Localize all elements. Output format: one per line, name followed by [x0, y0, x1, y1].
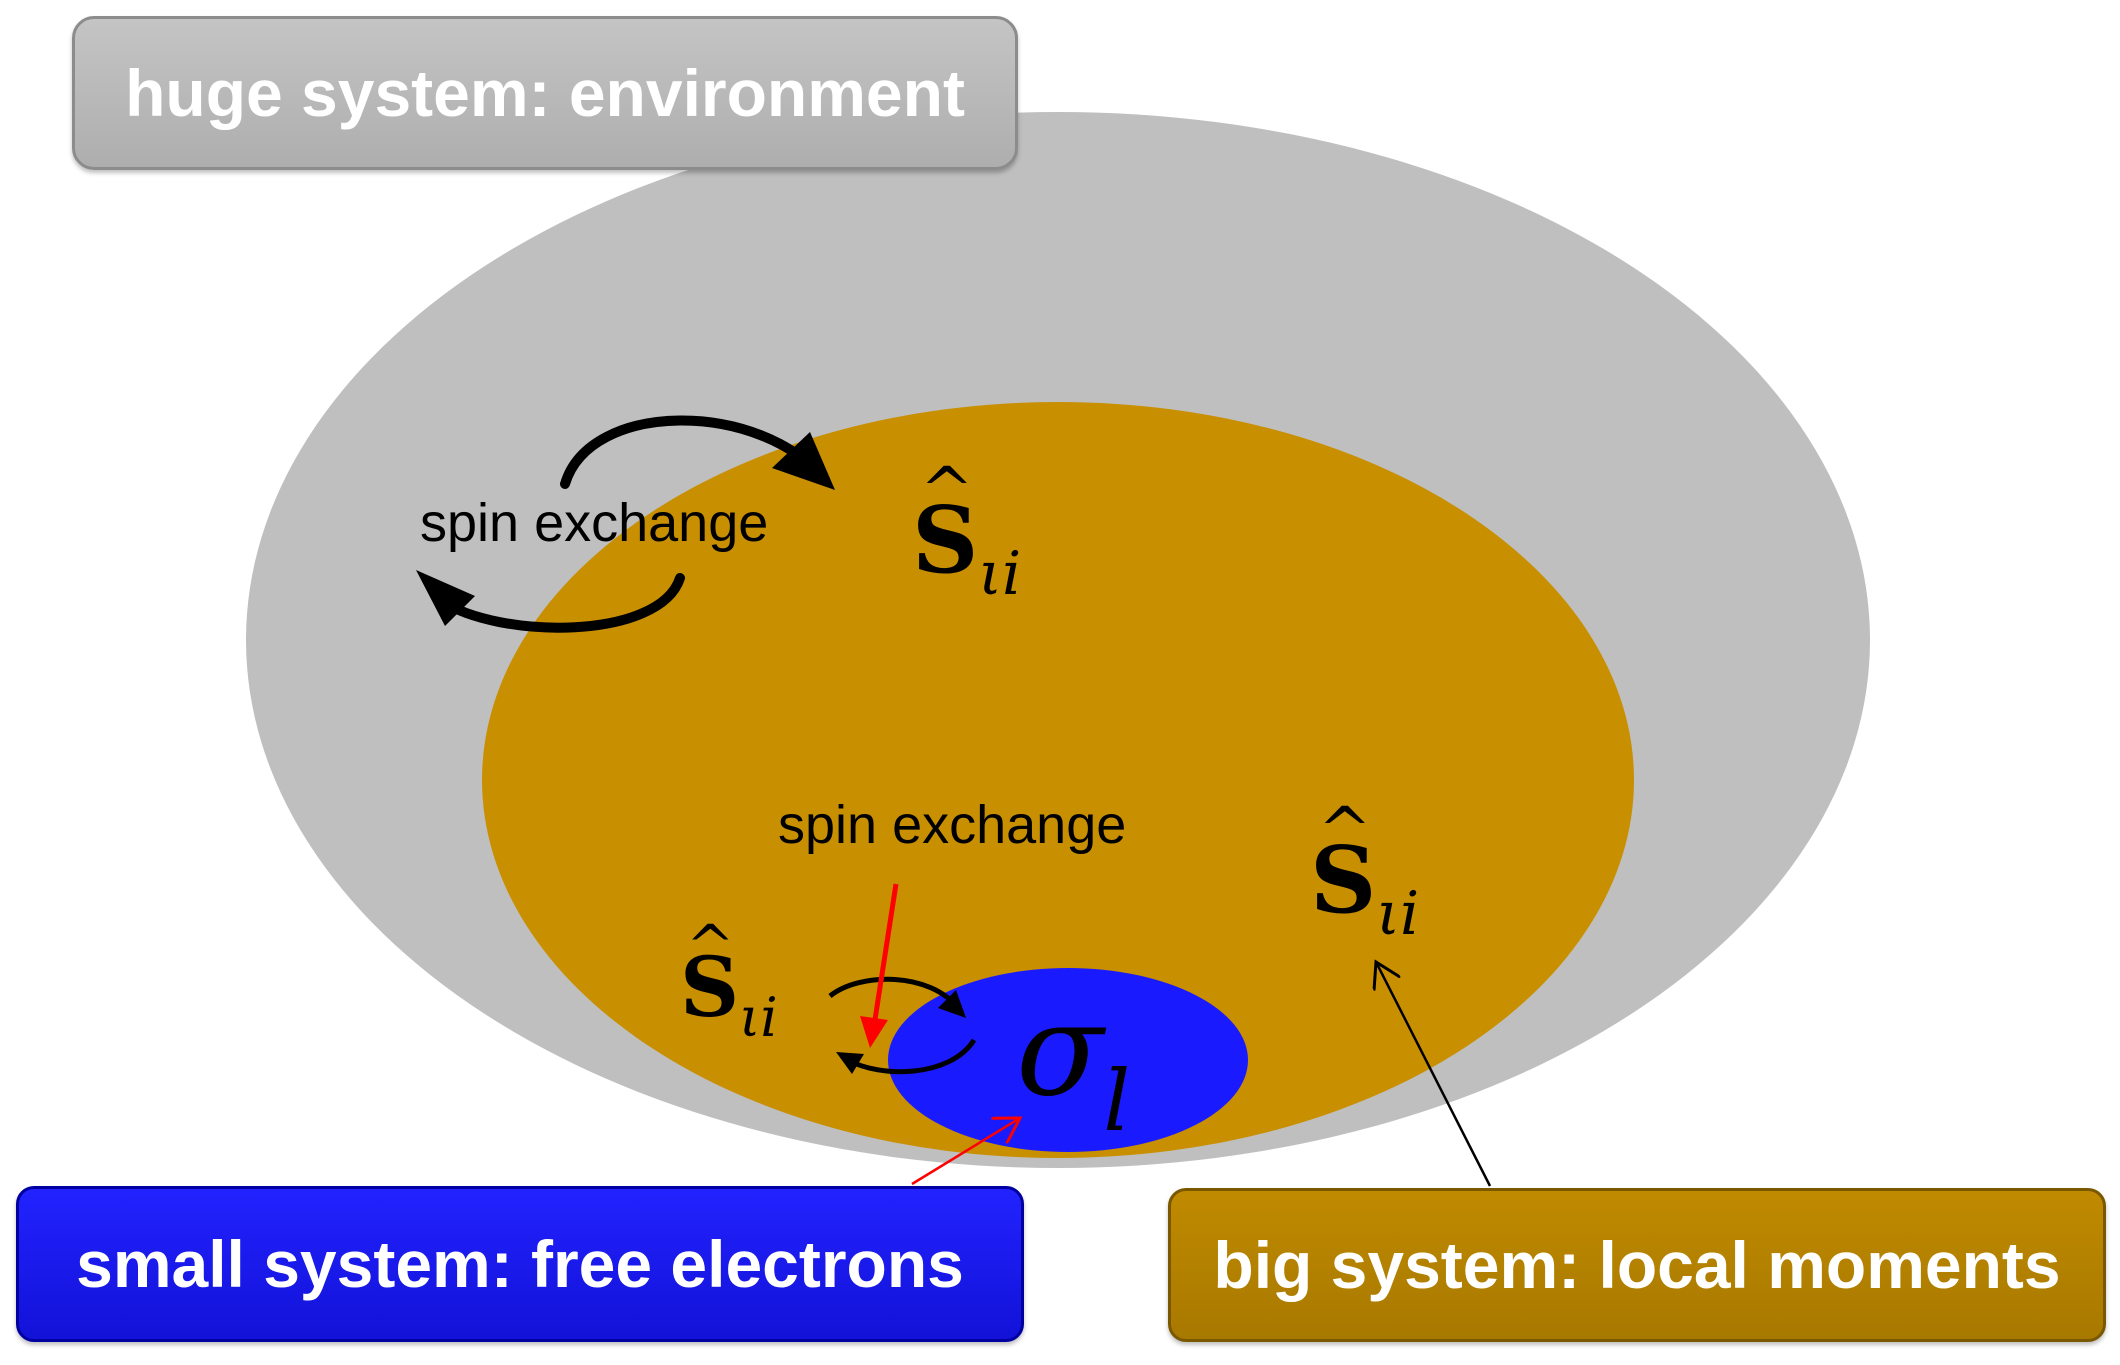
local-moments-ellipse — [482, 402, 1634, 1158]
free-electrons-label: small system: free electrons — [16, 1186, 1024, 1342]
hat-accent: ^ — [686, 912, 735, 980]
electron-spin-symbol: σl — [1016, 976, 1131, 1150]
hat-accent: ^ — [920, 454, 974, 528]
spin-exchange-label-middle: spin exchange — [778, 795, 1127, 855]
spin-exchange-arrows-small — [828, 976, 977, 1075]
hat-accent: ^ — [1318, 794, 1372, 868]
red-spin-exchange-arrow — [860, 883, 899, 1048]
local-moments-label: big system: local moments — [1168, 1188, 2106, 1342]
environment-label: huge system: environment — [72, 16, 1018, 170]
free-electrons-pointer-arrow — [911, 1118, 1020, 1186]
local-moments-pointer-arrow — [1376, 962, 1492, 1187]
free-electrons-ellipse — [888, 968, 1248, 1152]
spin-exchange-label-top: spin exchange — [420, 493, 769, 553]
spin-operator-right: ^ S ιi — [1310, 794, 1420, 949]
spin-operator-lower: ^ S ιi — [680, 912, 778, 1049]
spin-operator-upper: ^ S ιi — [912, 454, 1022, 609]
spin-exchange-arrows-top — [416, 415, 835, 633]
